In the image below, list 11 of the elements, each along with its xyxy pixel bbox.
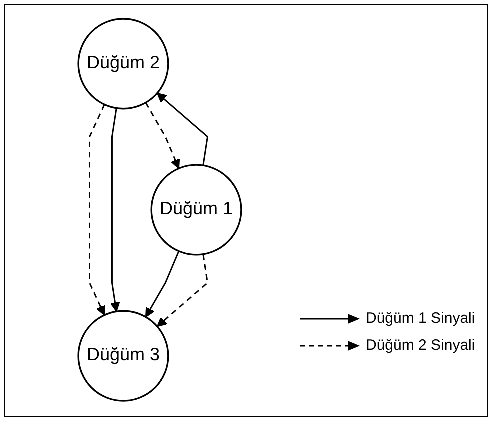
- node-circle: Düğüm 2: [78, 18, 170, 110]
- legend-label: Düğüm 1 Sinyali: [366, 310, 476, 327]
- arrow: [156, 92, 209, 166]
- node-circle: Düğüm 1: [150, 164, 242, 256]
- arrow: [110, 108, 120, 312]
- arrow: [156, 254, 209, 328]
- legend-label: Düğüm 2 Sinyali: [366, 337, 476, 354]
- node-circle: Düğüm 3: [78, 310, 170, 402]
- arrow: [89, 104, 106, 316]
- arrow: [145, 102, 180, 170]
- arrow: [145, 251, 180, 318]
